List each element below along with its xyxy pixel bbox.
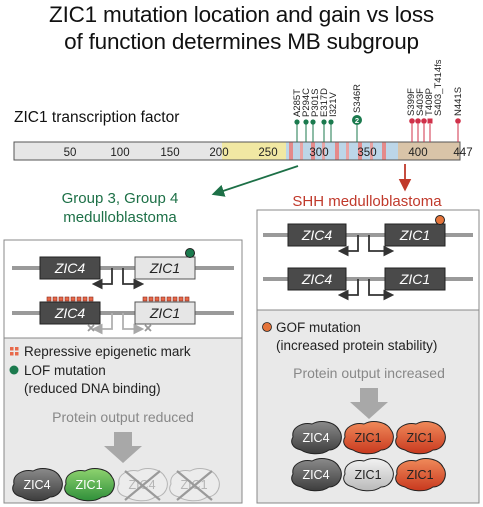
left-panel: ZIC4 ZIC1 ZIC4 ZIC1 Repressive epigeneti…	[3, 239, 243, 504]
mutation-label: N441S	[453, 87, 464, 116]
mutation-label: I321V	[328, 92, 339, 117]
legend-gof-subtext: (increased protein stability)	[276, 338, 437, 353]
blob-label: ZIC1	[354, 468, 381, 482]
epigenetic-mark-legend-icon	[10, 347, 19, 356]
mutation-count-label: 2	[355, 116, 359, 125]
mutation-markers: 2	[294, 115, 461, 142]
protein-blob-zic1-lost: ZIC1	[169, 468, 220, 502]
gene-label: ZIC4	[54, 260, 86, 276]
gene-box-zic4	[287, 223, 347, 247]
tick-label: 300	[309, 147, 328, 159]
legend-epigenetic-text: Repressive epigenetic mark	[24, 344, 191, 359]
epigenetic-marks	[46, 296, 190, 302]
blob-label: ZIC4	[23, 478, 50, 492]
protein-blob-zic1-gof: ZIC1	[343, 421, 394, 455]
blob-label: ZIC4	[302, 468, 329, 482]
lof-mutation-dot	[185, 248, 195, 258]
lof-legend-icon	[9, 365, 19, 375]
gene-label: ZIC1	[149, 305, 180, 321]
gene-box-zic4	[287, 267, 347, 291]
gof-mutation-dot	[435, 215, 445, 225]
protein-blob-zic1-gof: ZIC1	[395, 458, 446, 492]
tick-label: 150	[160, 147, 179, 159]
gof-legend-icon	[262, 322, 272, 332]
tick-label: 100	[110, 147, 129, 159]
right-panel: ZIC4 ZIC1 ZIC4 ZIC1 GOF mutation (increa…	[256, 209, 480, 504]
gene-label: ZIC1	[149, 260, 180, 276]
mutation-label: P301S	[310, 88, 321, 117]
blocked-x-icon	[87, 324, 95, 332]
blob-label: ZIC1	[406, 431, 433, 445]
tick-label: 400	[408, 147, 427, 159]
cross-out-icon	[176, 470, 213, 501]
mutation-label: S346R	[352, 84, 363, 113]
tick-label: 447	[453, 147, 472, 159]
blob-label: ZIC4	[302, 431, 329, 445]
gene-box-zic1	[134, 301, 196, 325]
mutation-label: S403_T414fs	[433, 59, 444, 116]
mutation-count-badge	[352, 115, 362, 125]
blob-label: ZIC1	[75, 478, 102, 492]
left-panel-heading-1: Group 3, Group 4	[62, 190, 179, 207]
protein-blob-zic1-gof: ZIC1	[395, 421, 446, 455]
title-line-1: ZIC1 mutation location and gain vs loss	[49, 2, 434, 27]
mutation-label: P294C	[301, 88, 312, 117]
blob-label: ZIC1	[354, 431, 381, 445]
down-arrow-icon	[104, 432, 142, 463]
gene-label: ZIC1	[399, 227, 430, 243]
tick-label: 250	[258, 147, 277, 159]
tick-label: 350	[357, 147, 376, 159]
protein-blob-zic1: ZIC1	[343, 458, 394, 492]
down-arrow-icon	[350, 388, 388, 419]
gene-box-zic4	[39, 301, 101, 325]
gene-box-zic1	[384, 223, 446, 247]
protein-bar	[13, 141, 461, 161]
group3-4-arrow	[211, 165, 299, 197]
gene-label: ZIC4	[301, 227, 333, 243]
protein-blob-zic4: ZIC4	[12, 468, 63, 502]
left-panel-heading-2: medulloblastoma	[63, 209, 177, 226]
gene-label: ZIC4	[54, 305, 86, 321]
protein-blob-zic4: ZIC4	[291, 421, 342, 455]
protein-label: ZIC1 transcription factor	[14, 109, 179, 126]
legend-gof-text: GOF mutation	[276, 320, 361, 335]
cross-out-icon	[124, 470, 161, 501]
protein-blob-zic4-lost: ZIC4	[117, 468, 168, 502]
right-panel-heading: SHH medulloblastoma	[292, 193, 442, 210]
gene-box-zic4	[39, 256, 101, 280]
legend-lof-text: LOF mutation	[24, 363, 106, 378]
tick-label: 200	[209, 147, 228, 159]
protein-blob-zic1: ZIC1	[64, 468, 115, 502]
mutation-label: S399F	[406, 88, 417, 116]
mutation-label: T408P	[424, 88, 435, 116]
outcome-text: Protein output reduced	[52, 409, 194, 425]
mutation-label: S403F	[415, 88, 426, 116]
mutation-labels: A285T P294C P301S E317D I321V S346R S399…	[292, 59, 464, 117]
mutation-label: A285T	[292, 89, 303, 117]
protein-blob-zic4: ZIC4	[291, 458, 342, 492]
outcome-text: Protein output increased	[293, 365, 445, 381]
gene-box-zic1	[134, 256, 196, 280]
gene-label: ZIC1	[399, 271, 430, 287]
gene-label: ZIC4	[301, 271, 333, 287]
gene-box-zic1	[384, 267, 446, 291]
blob-label: ZIC1	[406, 468, 433, 482]
blocked-x-icon	[144, 324, 152, 332]
legend-lof-subtext: (reduced DNA binding)	[24, 381, 161, 396]
title-line-2: of function determines MB subgroup	[64, 29, 419, 54]
tick-label: 50	[64, 147, 77, 159]
mutation-label: E317D	[319, 88, 330, 117]
